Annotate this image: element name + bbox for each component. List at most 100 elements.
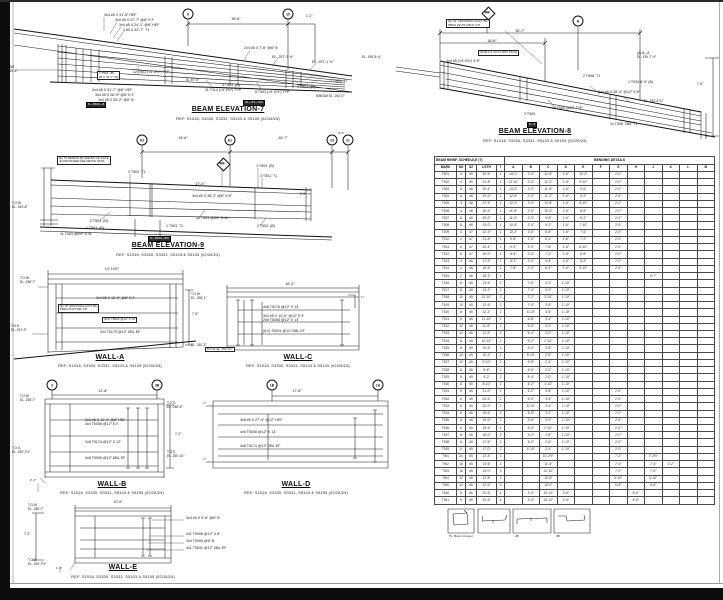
schedule-cell: 2′-0″ [609,199,628,209]
schedule-cell: 19′-0″ [476,250,497,259]
schedule-cell: 7′-0″ [609,467,628,476]
schedule-cell: TW4 [434,474,457,483]
schedule-cell: 2 [495,315,506,324]
schedule-cell [574,489,593,498]
schedule-cell [609,373,628,382]
schedule-cell [591,243,611,252]
schedule-cell: 26′-6″ [476,206,497,216]
schedule-cell [661,192,681,201]
schedule-cell [626,301,646,310]
callout-label: 3x4 #5 X 24′-1″ @6″ HEF [119,23,160,27]
schedule-cell: T528 [434,366,457,375]
schedule-cell: #8 [465,185,477,194]
schedule-cell [644,301,663,310]
schedule-cell: 1′-10″ [556,351,576,360]
grid-bubble: K2 [136,134,148,146]
schedule-cell: 4 [495,496,506,505]
callout-label: 3x4 #5 X 31′-7″ @6″ HEF [92,88,133,92]
schedule-cell [679,344,698,353]
schedule-cell [504,337,523,346]
schedule-cell [679,445,698,454]
schedule-cell [626,481,646,491]
schedule-cell [626,329,646,339]
schedule-cell [679,293,698,303]
schedule-cell: 13′-6″ [476,460,497,469]
schedule-cell [679,257,698,266]
schedule-cell [696,460,716,469]
schedule-cell [626,214,646,223]
schedule-cell: 8 [456,279,466,288]
schedule-header-cell: E [574,163,593,172]
schedule-cell [679,264,698,274]
schedule-cell [574,308,593,317]
callout-label: 1 T034 8′-0″ (B) [628,80,654,84]
schedule-cell: 2′-0″ [521,250,541,259]
schedule-cell [609,489,628,498]
schedule-cell [696,322,716,331]
schedule-header-cell: D [556,163,576,172]
schedule-cell: 18 [456,467,466,476]
grid-bubble: 1A [372,379,384,391]
schedule-cell [591,221,611,230]
schedule-cell: 2′-2″ [539,366,558,375]
schedule-cell [504,329,523,339]
schedule-cell: 2′-0″ [521,214,541,223]
schedule-cell: 7′-0″ [521,301,541,310]
schedule-cell [696,402,716,411]
schedule-header-cell: H [626,163,646,172]
schedule-cell: #5 [465,460,477,469]
schedule-cell: 2′-0″ [521,221,541,230]
beam-elevation-9-ref: REF: S1018, S3330, S3331, S5103 & S5105 … [116,252,220,257]
callout-label: T.O.W. EL. 253′-8″ [12,201,28,209]
schedule-cell: 2′-0″ [609,431,628,440]
schedule-cell: 2′-0″ [609,228,628,237]
schedule-cell [626,308,646,317]
beam-elevation-8-ref: REF: S1018, S3330, S3331, S5103 & S5105 … [483,138,587,143]
schedule-cell [626,185,646,194]
grid-bubble: E1 [224,134,236,146]
schedule-cell: 5′-2″ [521,431,541,440]
schedule-header-cell: L [679,163,698,172]
wall-e-title: WALL-E [108,564,138,571]
schedule-cell: 7′-4″ [609,460,628,469]
schedule-cell [591,279,611,288]
schedule-cell: TW1 [434,452,457,462]
schedule-cell: #5 [465,366,477,375]
schedule-cell: T537 [434,431,457,440]
schedule-cell [609,308,628,317]
schedule-cell [696,416,716,426]
schedule-cell: 4′-10″ [521,445,541,454]
wall-e-linework [32,505,184,573]
schedule-header-cell: K [661,163,681,172]
callout-label: 16′-2″ [285,282,295,286]
schedule-cell: 15′-10″ [539,489,558,498]
schedule-cell [661,358,681,368]
schedule-cell: 7′-2½″ [644,452,663,462]
schedule-cell: 2′-8″ [539,344,558,353]
schedule-cell [679,438,698,447]
callout-label: 8 T503 (≈4′-0½″) TYP [255,90,290,94]
schedule-cell: 5′-6″ [521,366,541,375]
schedule-cell: 20′-6″ [476,489,497,498]
schedule-cell: 12′-10″ [476,293,497,303]
schedule-cell: #6 [465,496,477,505]
schedule-cell: 1′-10″ [556,329,576,339]
callout-label: 4x8 T5174 @12″ DBL EF [240,444,281,448]
schedule-cell: T535 [434,416,457,426]
schedule-cell: 5′-10″ [574,264,593,274]
schedule-cell [626,395,646,404]
schedule-cell [574,373,593,382]
schedule-cell [661,178,681,187]
schedule-cell [504,409,523,418]
schedule-header-cell: LGTH [476,163,497,172]
schedule-cell: #5 [465,337,477,346]
schedule-cell: 6′-0″ [521,395,541,404]
schedule-cell [574,452,593,462]
schedule-cell: 1 [495,170,506,180]
